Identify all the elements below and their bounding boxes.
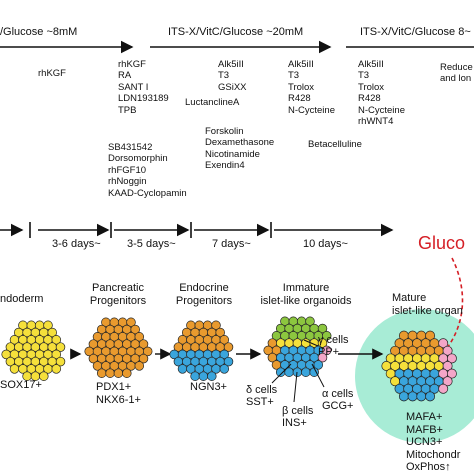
organoid-cell — [446, 353, 457, 364]
organoid-cell — [219, 349, 230, 360]
pointer-alpha — [311, 363, 325, 388]
factors-col-a: rhKGF — [38, 68, 66, 79]
duration-4: 10 days~ — [303, 238, 348, 250]
organoid-cell — [134, 332, 145, 342]
factors-col-b2: SB431542 Dorsomorphin rhFGF10 rhNoggin K… — [108, 142, 187, 199]
organoid-cell — [190, 371, 200, 381]
organoid-cell — [122, 368, 132, 378]
organoid-cell — [138, 339, 149, 349]
organoid-cell — [130, 324, 140, 335]
organoid-cell — [207, 371, 217, 381]
organoid-cell — [425, 330, 436, 341]
organoid-cell — [321, 331, 332, 341]
factor-betacelluline: Betacelluline — [308, 139, 362, 150]
organoid-cell — [51, 364, 62, 374]
organoid-cell — [223, 342, 234, 352]
organoid-cell — [9, 364, 20, 374]
organoid-cell — [113, 368, 124, 378]
marker-endocrine: NGN3+ — [190, 381, 227, 393]
duration-2: 3-5 days~ — [127, 238, 176, 250]
duration-3: 7 days~ — [212, 238, 251, 250]
factors-col-c2: Forskolin Dexamethasone Nicotinamide Exe… — [205, 126, 275, 172]
organoid-cell — [317, 352, 328, 363]
organoid-cell — [177, 364, 188, 374]
organoid-cell — [223, 356, 234, 367]
glucose-dashed-curve — [443, 257, 464, 353]
stage-title-endoderm: ndoderm — [0, 293, 44, 305]
factors-col-c: Alk5iII T3 GSiXX — [218, 59, 247, 93]
organoid-cell — [416, 391, 427, 402]
factors-col-f: Reduce and lon — [440, 62, 473, 85]
media-label-stage2: ITS-X/VitC/Glucose ~20mM — [168, 26, 304, 38]
organoid-cell — [96, 368, 107, 378]
factors-col-d: Alk5iII T3 Trolox R428 N-Cycteine — [288, 59, 335, 116]
factors-col-e: Alk5iII T3 Trolox R428 N-Cycteine rhWNT4 — [358, 59, 405, 128]
organoid-cell — [301, 367, 311, 377]
organoid-cell — [313, 360, 324, 370]
immature-organoid — [263, 316, 332, 377]
duration-1: 3-6 days~ — [52, 238, 101, 250]
organoid-cell — [55, 356, 66, 367]
endoderm-organoid — [1, 320, 66, 381]
organoid-cell — [51, 349, 62, 360]
factor-luctanclinea: LuctanclineA — [185, 97, 240, 108]
organoid-cell — [438, 383, 449, 394]
mature-organoid — [381, 330, 457, 402]
media-label-stage1: /Glucose ~8mM — [0, 26, 78, 38]
organoid-cell — [126, 317, 136, 328]
glucose-label: Gluco — [418, 233, 466, 253]
organoid-cell — [442, 361, 453, 371]
label-alpha-cells: α cells GCG+ — [322, 388, 354, 412]
organoid-cell — [442, 345, 453, 356]
marker-mature: MAFA+ MAFB+ UCN3+ Mitochondr OxPhos↑ — [406, 411, 461, 473]
stage-title-endocrine: Endocrine Progenitors — [175, 282, 233, 307]
organoid-cell — [442, 376, 453, 387]
organoid-cell — [138, 353, 149, 364]
organoid-cell — [317, 323, 328, 334]
organoid-cell — [398, 391, 409, 402]
organoid-cell — [142, 346, 153, 357]
organoid-cell — [215, 327, 225, 338]
label-gamma-cells: γ cells PP+ — [318, 334, 349, 358]
organoid-cell — [211, 320, 221, 331]
organoid-cell — [446, 368, 457, 379]
organoid-cell — [219, 364, 230, 374]
organoid-cell — [425, 391, 436, 402]
label-beta-cells: β cells INS+ — [282, 405, 314, 429]
pointer-gamma — [303, 339, 319, 347]
stage-title-pancreatic: Pancreatic Progenitors — [89, 282, 147, 307]
pancreatic-progenitor-organoid — [84, 317, 153, 378]
organoid-cell — [105, 368, 115, 378]
organoid-cell — [438, 338, 449, 349]
organoid-cell — [43, 320, 53, 331]
label-delta-cells: δ cells SST+ — [246, 384, 278, 408]
marker-endoderm: SOX17+ — [0, 379, 42, 391]
organoid-cell — [317, 338, 328, 348]
organoid-cell — [55, 342, 66, 352]
organoid-cell — [407, 391, 418, 402]
stage-title-mature: Mature islet-like organ — [392, 292, 463, 317]
organoid-cell — [219, 335, 230, 345]
stage-title-immature: Immature islet-like organoids — [260, 282, 352, 307]
organoid-cell — [321, 345, 332, 356]
factors-col-b: rhKGF RA SANT I LDN193189 TPB — [118, 59, 169, 116]
organoid-cell — [47, 327, 57, 338]
marker-pancreatic: PDX1+ NKX6-1+ — [96, 381, 141, 406]
organoid-cell — [39, 371, 49, 381]
organoid-cell — [51, 335, 62, 345]
organoid-cell — [198, 371, 209, 381]
organoid-cell — [134, 361, 145, 371]
pointer-delta — [271, 363, 292, 384]
organoid-cell — [305, 316, 315, 327]
endocrine-progenitor-organoid — [169, 320, 234, 381]
media-label-stage3: ITS-X/VitC/Glucose 8~ — [360, 26, 471, 38]
pointer-beta — [293, 371, 298, 403]
organoid-cell — [275, 367, 286, 377]
